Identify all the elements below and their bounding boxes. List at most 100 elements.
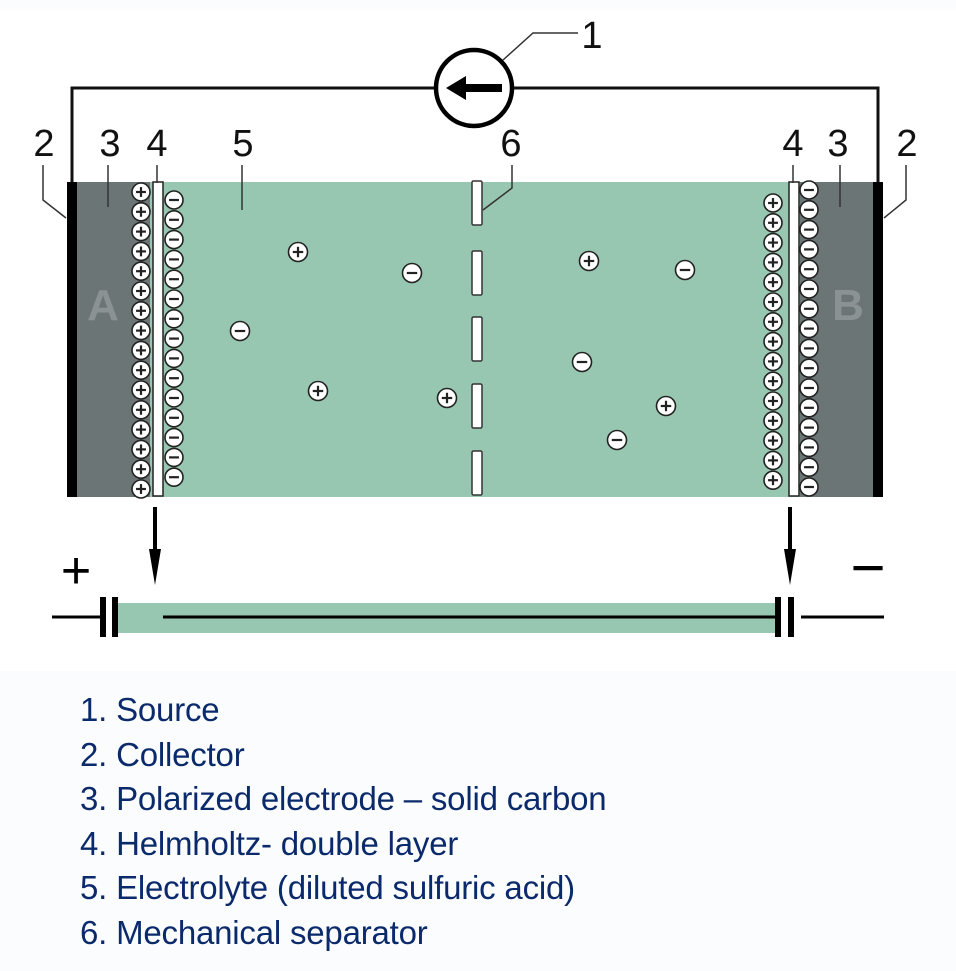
free-ion-negative-icon <box>401 262 423 284</box>
double-layer-charge-positive-icon <box>763 252 783 273</box>
double-layer-charge-positive-icon <box>763 272 783 293</box>
legend: 1. Source 2. Collector 3. Polarized elec… <box>80 688 607 955</box>
charges-layer <box>131 180 819 499</box>
callout-line-collector-right <box>883 165 907 219</box>
legend-item-double-layer: 4. Helmholtz- double layer <box>80 824 459 862</box>
collector-right <box>873 182 883 497</box>
free-ion-positive-icon <box>307 380 329 402</box>
double-layer-charge-positive-icon <box>131 340 151 361</box>
callout-label-separator: 6 <box>500 123 521 165</box>
free-ion-positive-icon <box>578 250 600 272</box>
free-ion-negative-icon <box>674 259 696 281</box>
double-layer-charge-positive-icon <box>763 351 783 372</box>
double-layer-charge-positive-icon <box>131 479 151 499</box>
double-layer-charge-negative-icon <box>799 477 819 497</box>
double-layer-plate-right <box>788 181 800 497</box>
polarity-positive: + <box>61 542 91 600</box>
legend-item-electrolyte: 5. Electrolyte (diluted sulfuric acid) <box>80 869 575 906</box>
free-ion-negative-icon <box>229 320 251 342</box>
double-layer-charge-positive-icon <box>763 470 783 491</box>
callout-line-separator <box>482 165 513 211</box>
double-layer-charge-negative-icon <box>799 279 819 299</box>
double-layer-charge-negative-icon <box>164 427 184 448</box>
free-ion-positive-icon <box>287 241 309 263</box>
double-layer-charge-positive-icon <box>763 193 783 213</box>
callout-label-electrode-left: 3 <box>99 123 120 165</box>
double-layer-charge-negative-icon <box>799 219 819 240</box>
free-ion-positive-icon <box>655 395 677 417</box>
double-layer-charge-positive-icon <box>131 360 151 381</box>
double-layer-charge-positive-icon <box>131 182 151 202</box>
double-layer-charge-positive-icon <box>131 202 151 222</box>
double-layer-charge-negative-icon <box>799 259 819 280</box>
double-layer-charge-positive-icon <box>131 281 151 301</box>
electrode-label-left: A <box>87 281 119 330</box>
separator-segment <box>471 383 483 429</box>
double-layer-charge-negative-icon <box>799 457 819 478</box>
double-layer-charge-positive-icon <box>763 430 783 451</box>
legend-item-separator: 6. Mechanical separator <box>80 913 428 951</box>
electrode-label-right: B <box>832 281 864 330</box>
double-layer-charge-negative-icon <box>164 388 184 408</box>
double-layer-charge-negative-icon <box>799 417 819 438</box>
double-layer-charge-negative-icon <box>799 239 819 260</box>
double-layer-charge-negative-icon <box>164 289 184 309</box>
legend-item-electrode: 3. Polarized electrode – solid carbon <box>80 780 607 817</box>
free-ion-negative-icon <box>571 351 593 373</box>
callout-lines <box>42 165 907 219</box>
callout-label-electrode-right: 3 <box>827 123 848 165</box>
double-layer-charge-positive-icon <box>763 232 783 253</box>
double-layer-charge-negative-icon <box>164 269 184 290</box>
double-layer-charge-positive-icon <box>763 213 783 233</box>
double-layer-charge-negative-icon <box>799 338 819 359</box>
double-layer-charge-positive-icon <box>131 419 151 440</box>
double-layer-charge-positive-icon <box>131 380 151 400</box>
callout-label-double-layer-left: 4 <box>146 123 167 165</box>
double-layer-charge-negative-icon <box>164 249 184 270</box>
double-layer-charge-positive-icon <box>763 311 783 332</box>
double-layer-charge-positive-icon <box>131 459 151 480</box>
separator-segment <box>471 450 483 496</box>
double-layer-charge-negative-icon <box>164 407 184 428</box>
polarity-negative: − <box>850 534 885 601</box>
callout-label-collector-left: 2 <box>33 123 54 165</box>
double-layer-charge-negative-icon <box>164 210 184 230</box>
free-ion-positive-icon <box>436 387 458 409</box>
double-layer-charge-positive-icon <box>763 391 783 411</box>
callout-line-collector-left <box>42 165 67 219</box>
arrow-down-icon-right <box>784 507 796 585</box>
double-layer-charge-positive-icon <box>763 331 783 352</box>
double-layer-charge-positive-icon <box>131 439 151 460</box>
double-layer-charge-positive-icon <box>131 300 151 321</box>
mechanical-separator <box>471 180 483 496</box>
double-layer-charge-negative-icon <box>799 437 819 458</box>
callout-label-collector-right: 2 <box>896 123 917 165</box>
double-layer-charge-positive-icon <box>131 399 151 420</box>
free-ion-negative-icon <box>606 429 628 451</box>
current-source-icon <box>433 47 515 129</box>
double-layer-charge-negative-icon <box>164 447 184 468</box>
supercapacitor-diagram: 1 A B 2 3 4 5 6 4 3 2 <box>33 15 918 637</box>
double-layer-charge-negative-icon <box>799 180 819 200</box>
double-layer-charge-negative-icon <box>164 328 184 349</box>
double-layer-charge-positive-icon <box>763 371 783 392</box>
double-layer-charge-negative-icon <box>799 358 819 379</box>
collector-left <box>67 182 77 497</box>
circuit-wire <box>70 86 880 184</box>
arrow-down-icon-left <box>149 507 161 585</box>
legend-item-collector: 2. Collector <box>80 735 245 773</box>
double-layer-charge-negative-icon <box>164 308 184 329</box>
double-layer-charge-negative-icon <box>164 229 184 250</box>
double-layer-charge-positive-icon <box>763 450 783 471</box>
double-layer-charge-negative-icon <box>799 200 819 220</box>
double-layer-charge-positive-icon <box>131 221 151 242</box>
double-layer-charge-positive-icon <box>131 320 151 341</box>
double-layer-charge-positive-icon <box>131 261 151 282</box>
separator-segment <box>471 180 483 226</box>
double-layer-charge-negative-icon <box>799 397 819 418</box>
double-layer-charge-negative-icon <box>799 298 819 319</box>
double-layer-charge-positive-icon <box>763 292 783 312</box>
callout-label-double-layer-right: 4 <box>782 123 803 165</box>
capacitor-plate-right-2 <box>788 597 794 637</box>
equivalent-circuit <box>52 597 884 637</box>
